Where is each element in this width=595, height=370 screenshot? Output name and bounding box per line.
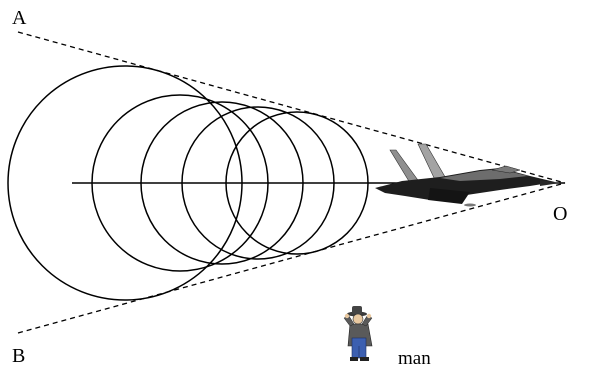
label-b: B	[12, 345, 25, 367]
man-icon	[344, 306, 372, 361]
label-a: A	[12, 7, 27, 29]
label-o: O	[553, 203, 567, 225]
cone-line-b	[18, 183, 565, 333]
fighter-jet-icon	[375, 144, 560, 207]
label-man: man	[398, 348, 431, 369]
cone-line-a	[18, 32, 565, 183]
